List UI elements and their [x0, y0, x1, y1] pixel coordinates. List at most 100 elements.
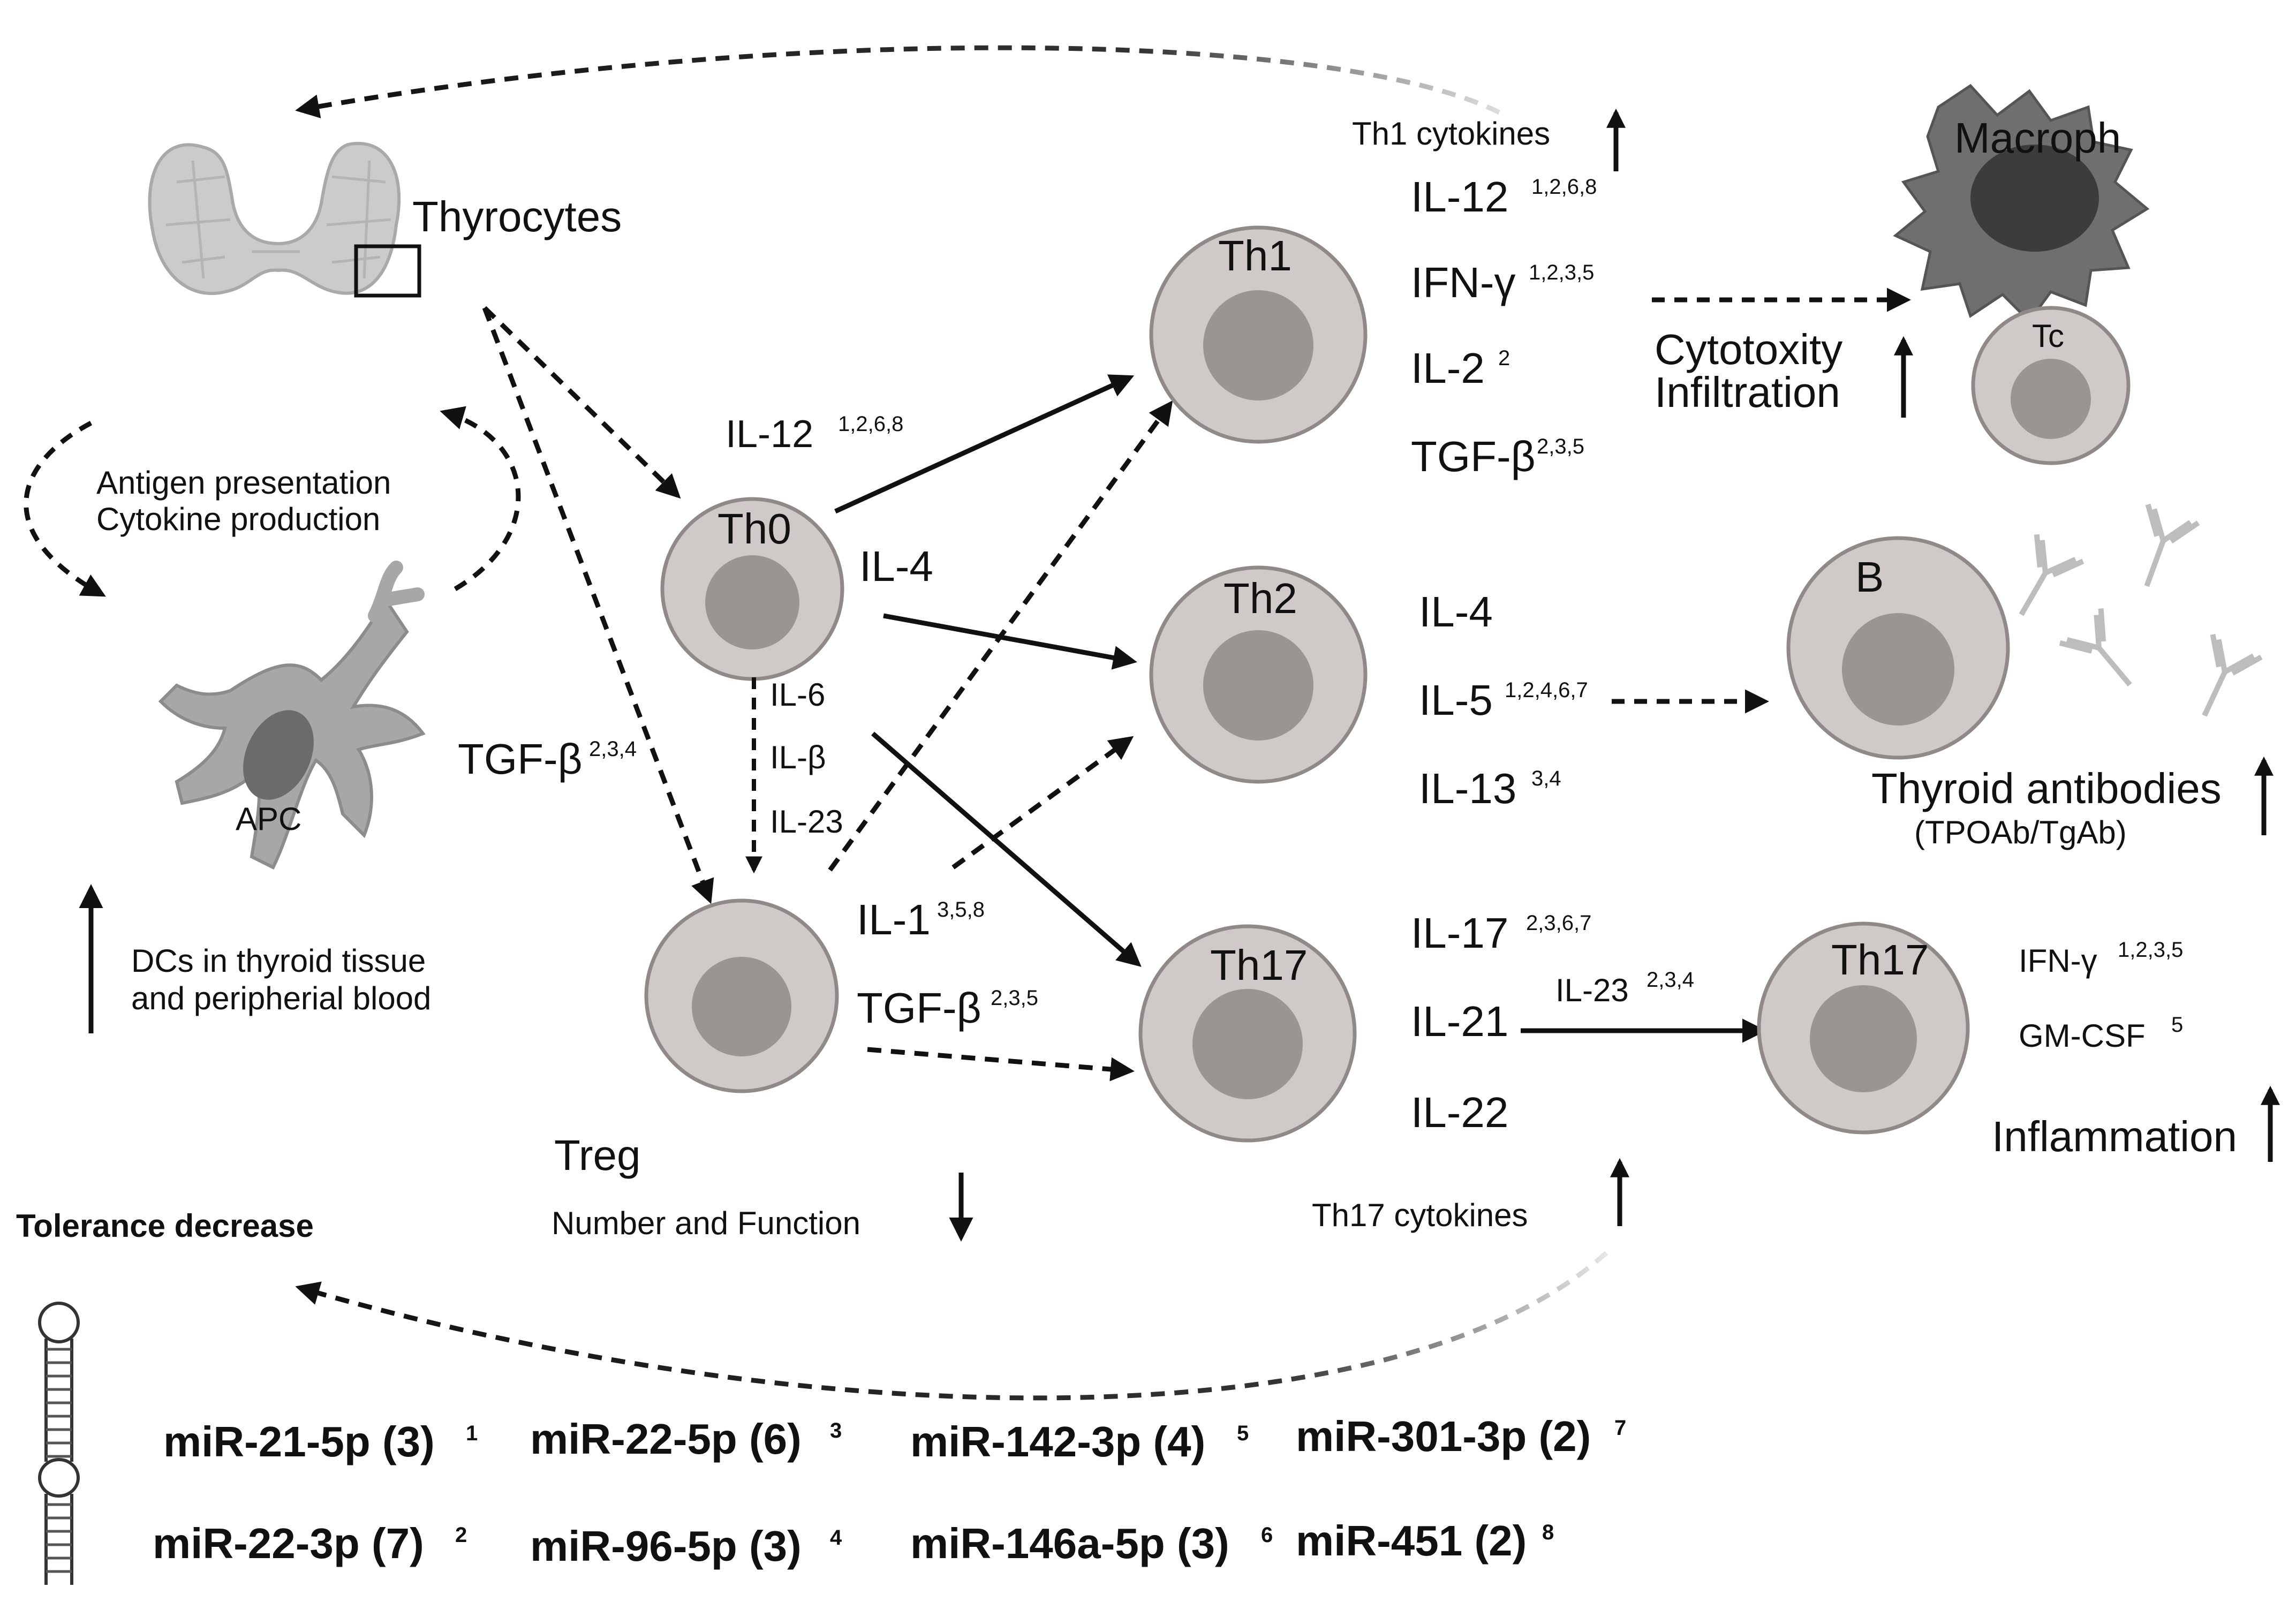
treg-cell [644, 898, 839, 1093]
arrow-treg-to-th1 [828, 400, 1173, 872]
thyroid-gland-illustration [148, 142, 421, 298]
mirna-ref: 6 [1261, 1523, 1273, 1547]
th1-cytokine-il2-refs: 2 [1498, 346, 1510, 370]
arrow-thyroid-to-treg [482, 307, 714, 904]
treg-il1-label: IL-1 [857, 896, 931, 943]
th2-cytokine-il5-refs: 1,2,4,6,7 [1505, 678, 1588, 702]
thyrocyte-zoom-box [354, 244, 421, 298]
inflammation-label: Inflammation [1992, 1113, 2237, 1160]
antibody-icons [1998, 504, 2261, 727]
th2-cell [1149, 565, 1368, 784]
il23-arrow-label: IL-23 [1555, 972, 1629, 1008]
arrow-th0-to-th1 [834, 374, 1135, 514]
thyroid-antibodies-sub: (TPOAb/TgAb) [1914, 814, 2127, 850]
mirna-ref: 4 [830, 1526, 842, 1550]
mirna-hairpin-icon [38, 1302, 80, 1585]
th0-ilb-label: IL-β [770, 739, 826, 775]
th17b-label: Th17 [1831, 936, 1929, 984]
th0-label: Th0 [718, 505, 791, 553]
th17b-ifng-label: IFN-γ [2019, 943, 2097, 979]
th1-label: Th1 [1218, 232, 1292, 279]
tc-cell [1971, 306, 2131, 465]
arrow-treg-to-th2 [951, 736, 1134, 870]
th17-cell [1138, 924, 1357, 1143]
treg-tgfb-label: TGF-β [857, 984, 981, 1032]
th0-il12-refs: 1,2,6,8 [838, 412, 903, 436]
macrophage-label: Macroph [1954, 114, 2121, 162]
th1-cytokine-ifng: IFN-γ [1411, 259, 1516, 306]
mirna-ref: 1 [466, 1422, 478, 1445]
mirna-ref: 2 [455, 1523, 467, 1547]
tgfb-left-label: TGF-β [458, 735, 583, 783]
arrow-treg-to-th17 [867, 1047, 1135, 1082]
th2-label: Th2 [1223, 575, 1297, 622]
treg-il1-refs: 3,5,8 [937, 898, 985, 921]
thyrocytes-label: Thyrocytes [412, 193, 622, 240]
th0-il12-label: IL-12 [726, 413, 813, 456]
th17-cytokine-il22: IL-22 [1411, 1089, 1508, 1136]
il23-arrow-refs: 2,3,4 [1647, 968, 1694, 992]
th17-label: Th17 [1210, 941, 1308, 989]
arrow-th0-to-th2 [883, 613, 1137, 670]
th0-il23-label: IL-23 [770, 804, 843, 840]
th17b-ifng-refs: 1,2,3,5 [2118, 938, 2183, 962]
th0-il6-label: IL-6 [770, 677, 825, 713]
feedback-arrow-th1-to-thyroid [295, 45, 1501, 118]
b-cell-label: B [1855, 553, 1884, 601]
th17-cytokine-il17: IL-17 [1411, 909, 1508, 957]
th17b-gmcsf-label: GM-CSF [2019, 1018, 2146, 1054]
mirna-list: miR-21-5p (3) 1 miR-22-5p (6) 3 miR-142-… [153, 1412, 1626, 1570]
mirna-ref: 5 [1237, 1422, 1249, 1445]
tgfb-left-refs: 2,3,4 [589, 737, 637, 761]
treg-sub-label: Number and Function [552, 1205, 860, 1241]
apc-label: APC [236, 801, 301, 837]
mirna-item: miR-146a-5p (3) [910, 1520, 1229, 1567]
th0-cell [660, 497, 844, 681]
th2-cytokine-il13-refs: 3,4 [1531, 767, 1561, 790]
th17-cytokine-il21: IL-21 [1411, 998, 1508, 1045]
th1-cell [1149, 225, 1368, 444]
mirna-item: miR-451 (2) [1296, 1517, 1527, 1565]
loop-arrow-right [440, 406, 521, 591]
mirna-item: miR-96-5p (3) [530, 1522, 802, 1570]
mirna-item: miR-301-3p (2) [1296, 1412, 1591, 1460]
loop-label-cytokine: Cytokine production [96, 501, 380, 537]
th1-cytokine-tgfb: TGF-β [1411, 433, 1536, 480]
th1-cytokine-il12: IL-12 [1411, 173, 1508, 221]
th2-cytokine-il13: IL-13 [1419, 765, 1516, 812]
th2-cytokine-il4: IL-4 [1419, 588, 1493, 636]
tolerance-decrease-label: Tolerance decrease [16, 1208, 314, 1244]
apc-dendritic-cell [158, 561, 426, 870]
mirna-ref: 7 [1614, 1416, 1626, 1440]
th1-cytokines-header: Th1 cytokines [1352, 116, 1550, 152]
arrow-th0-to-th17 [871, 731, 1142, 967]
th17b-gmcsf-refs: 5 [2171, 1013, 2183, 1037]
mirna-ref: 8 [1542, 1521, 1554, 1544]
feedback-arrow-th17-to-tolerance [295, 1251, 1608, 1401]
b-cell [1786, 536, 2010, 760]
arrow-thyroid-to-th0 [482, 306, 681, 499]
th17-cytokine-il17-refs: 2,3,6,7 [1526, 911, 1591, 935]
mirna-item: miR-22-5p (6) [530, 1415, 802, 1463]
loop-label-antigen: Antigen presentation [96, 465, 391, 501]
th17b-cell [1757, 921, 1970, 1135]
dcs-label-line1: DCs in thyroid tissue [131, 943, 426, 979]
mirna-item: miR-22-3p (7) [153, 1520, 424, 1567]
treg-label: Treg [554, 1131, 641, 1179]
dcs-label-line2: and peripherial blood [131, 980, 431, 1016]
mirna-item: miR-142-3p (4) [910, 1418, 1205, 1465]
tc-label: Tc [2032, 318, 2064, 354]
th2-cytokine-il5: IL-5 [1419, 676, 1493, 724]
th1-cytokine-ifng-refs: 1,2,3,5 [1529, 261, 1594, 284]
macrophage-cell [1893, 84, 2150, 323]
th1-cytokine-il12-refs: 1,2,6,8 [1531, 175, 1597, 199]
treg-tgfb-refs: 2,3,5 [991, 986, 1038, 1010]
infiltration-label: Infiltration [1655, 368, 1840, 416]
th0-il4-label: IL-4 [859, 542, 933, 590]
th1-cytokine-il2: IL-2 [1411, 344, 1485, 392]
thyroid-antibodies-label: Thyroid antibodies [1871, 765, 2222, 812]
th17-cytokines-header: Th17 cytokines [1312, 1197, 1528, 1233]
mirna-ref: 3 [830, 1419, 842, 1442]
mirna-item: miR-21-5p (3) [163, 1418, 435, 1465]
